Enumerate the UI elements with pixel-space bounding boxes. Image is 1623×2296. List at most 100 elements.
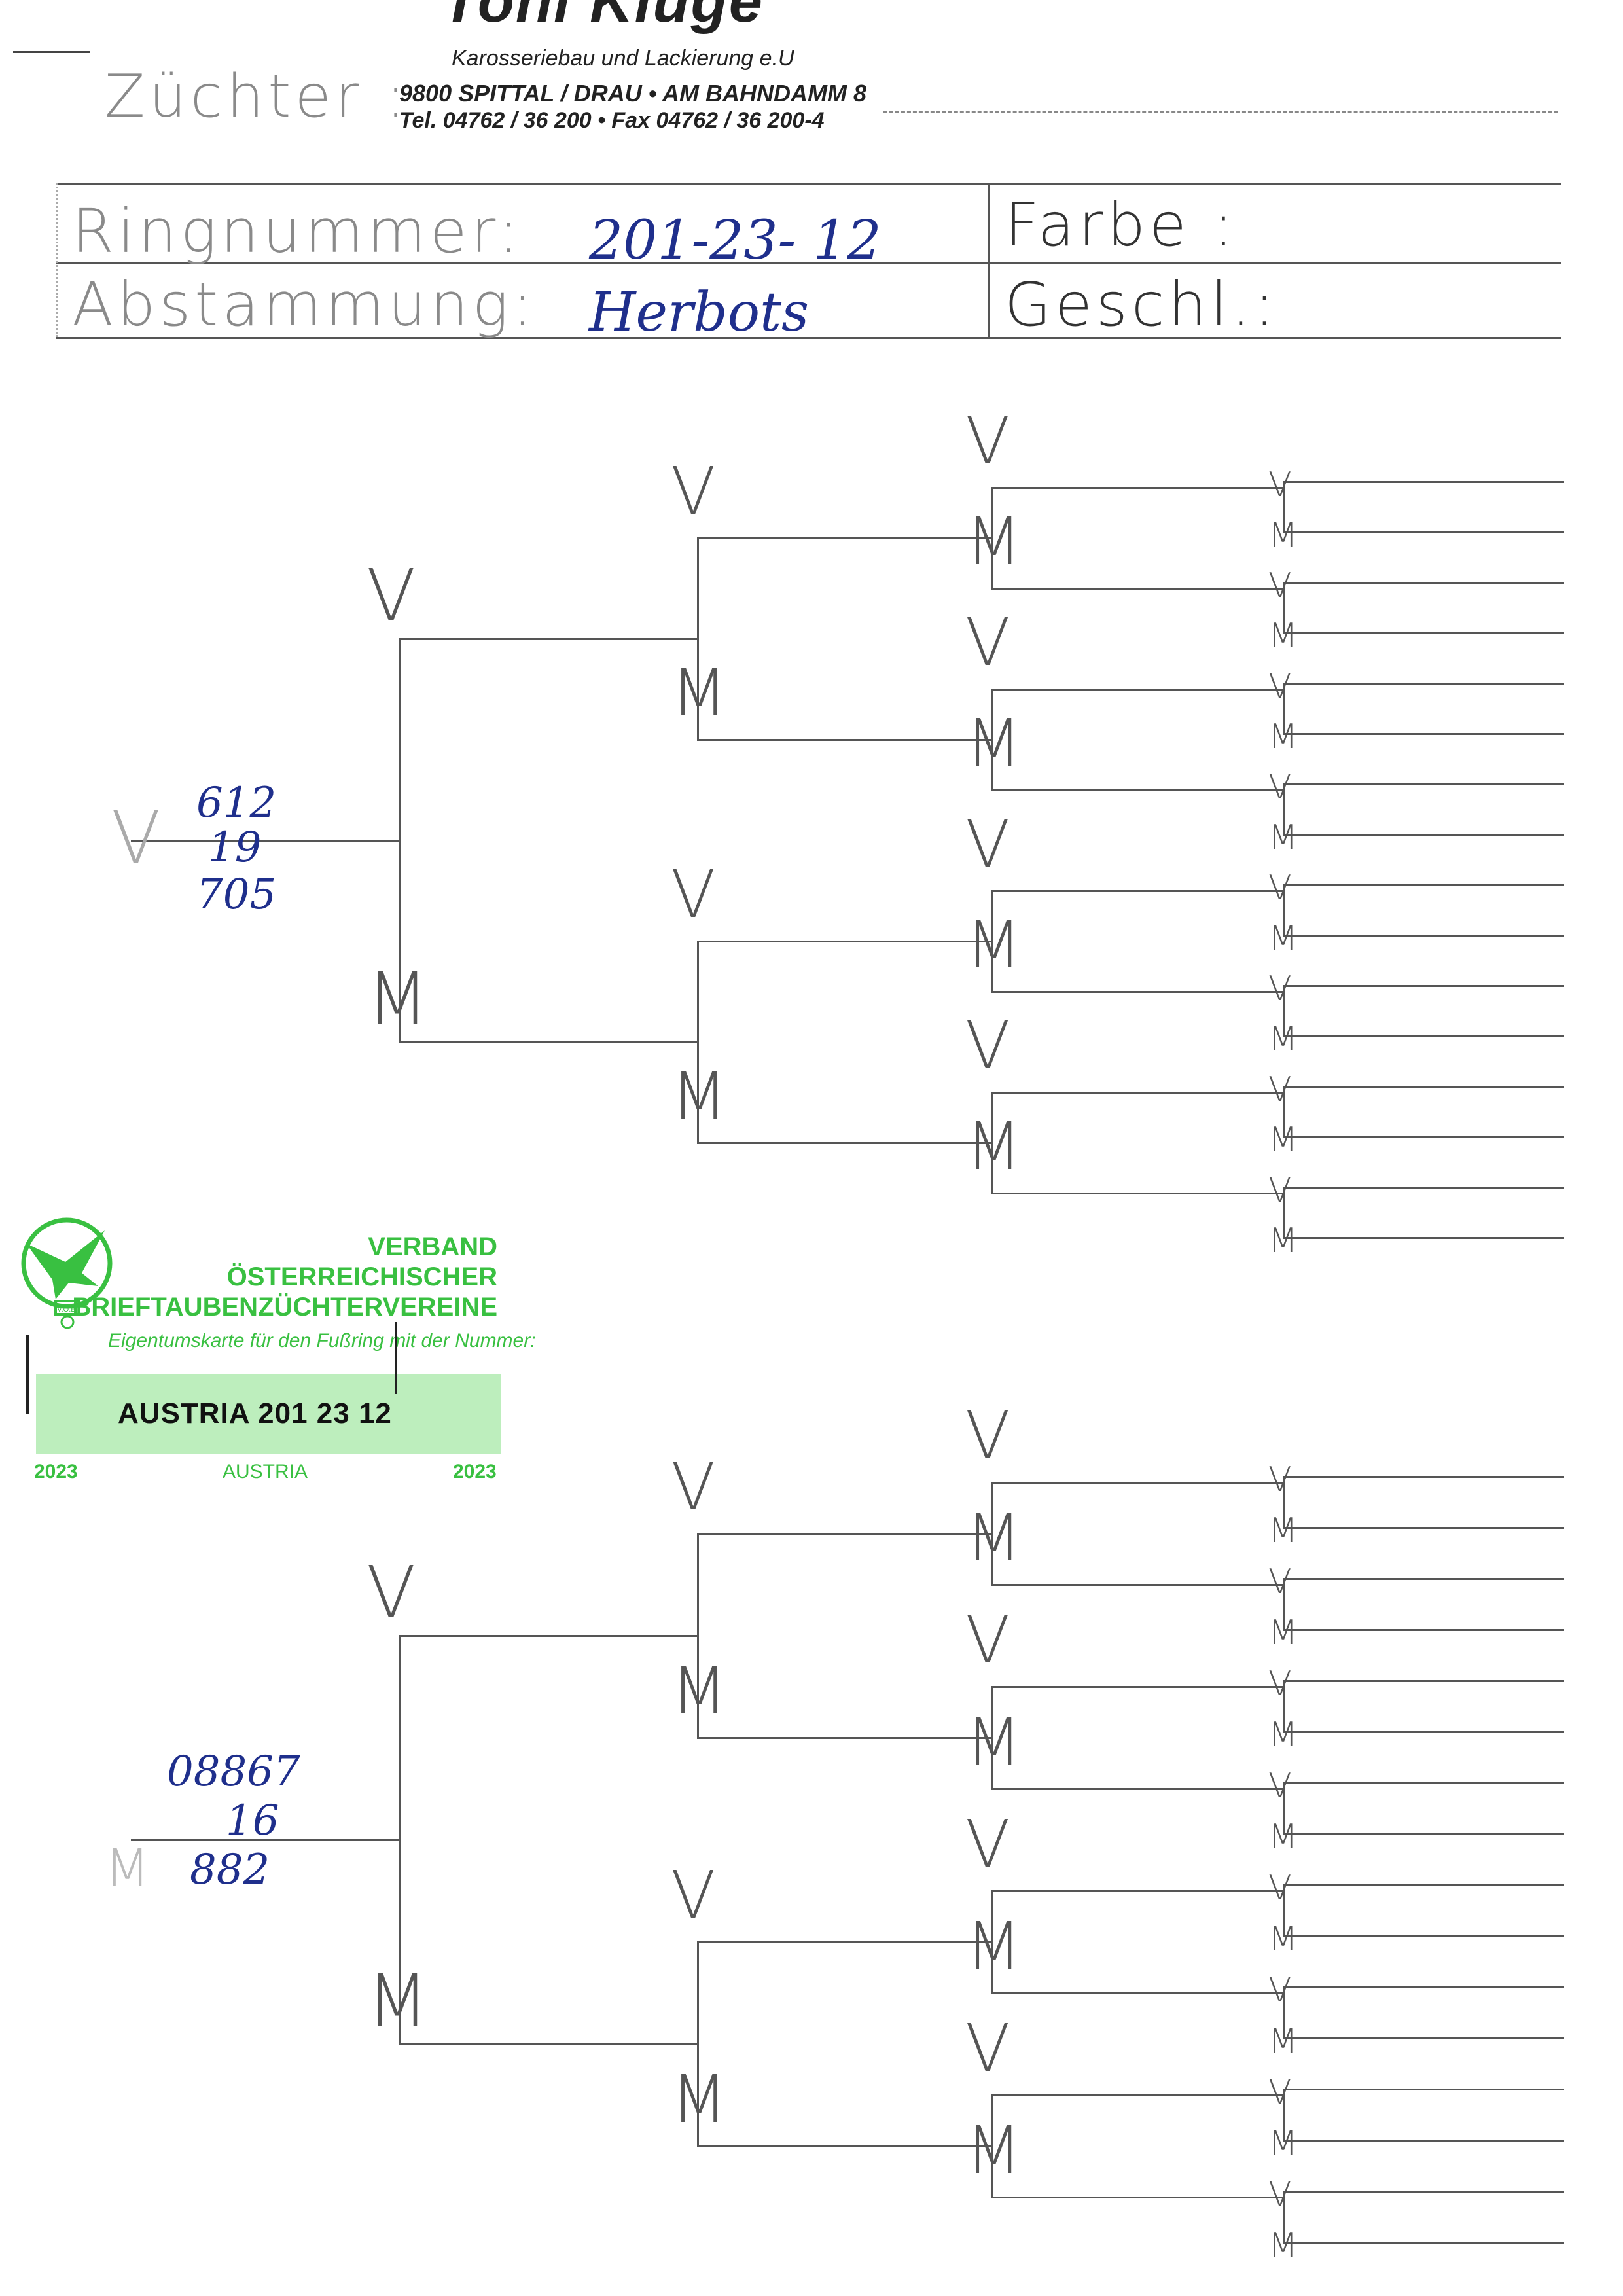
pedigree-line-l3 [991,2094,1283,2096]
label-m-l4: M [1268,919,1298,958]
card-country: AUSTRIA [223,1461,308,1482]
pedigree-line-l4 [1283,582,1564,584]
bracket-l4 [1283,1986,1285,2037]
pedigree-line-l3 [991,2197,1283,2198]
pedigree-line-l2 [697,1737,991,1739]
pedigree-line-l3 [991,889,1283,892]
form-top-line [56,183,1561,185]
pedigree-line-l2 [697,940,991,942]
label-m-l3: M [965,906,1022,983]
pedigree-line-l3 [991,990,1283,993]
bracket-l2 [697,940,699,1142]
form-left-edge [56,183,58,337]
pedigree-line-l3 [991,486,1283,489]
pedigree-line-l2 [697,1141,991,1144]
label-v-l3: V [965,402,1010,479]
label-v-l4: V [1268,768,1292,807]
pedigree-line-l4 [1283,1935,1564,1937]
label-m-l1: M [366,1959,429,2043]
pedigree-line-l1 [399,1041,697,1043]
father-ring-number: 612 [196,779,277,827]
subject-line-father [131,839,399,842]
label-m-l4: M [1268,717,1298,757]
card-year-right: 2023 [453,1461,497,1482]
label-v-l4: V [1268,1664,1292,1704]
label-m-l2: M [671,1057,728,1134]
label-m-l4: M [1268,1221,1298,1261]
bracket-l4 [1283,1476,1285,1527]
label-m-l1: M [366,956,429,1041]
subject-father-label: V [111,796,161,880]
card-ring-number: AUSTRIA 201 23 12 [118,1397,392,1429]
pedigree-line-l3 [991,789,1283,791]
bracket-l3 [991,889,993,991]
label-v-l4: V [1268,1460,1292,1499]
pedigree-line-l4 [1283,2089,1564,2090]
bracket-l4 [1283,783,1285,834]
bracket-l2 [697,537,699,739]
label-m-l4: M [1268,818,1298,857]
pedigree-line-l4 [1283,1035,1564,1037]
bracket-l3 [991,688,993,789]
pedigree-line-l3 [991,1192,1283,1194]
pedigree-line-l4 [1283,1833,1564,1835]
label-m-l2: M [671,2061,728,2138]
top-left-mark [13,51,90,53]
pedigree-line-l4 [1283,1731,1564,1733]
label-m-l2: M [671,654,728,731]
label-m-l3: M [965,1704,1022,1780]
label-v-l4: V [1268,1171,1292,1210]
pedigree-line-l4 [1283,1527,1564,1529]
ringnummer-label: Ringnummer: [72,196,523,266]
pedigree-line-l4 [1283,683,1564,685]
pedigree-line-l4 [1283,985,1564,987]
label-m-l4: M [1268,1818,1298,1857]
label-m-l4: M [1268,1715,1298,1755]
bracket-l3 [991,1890,993,1992]
pedigree-line-l4 [1283,1086,1564,1088]
stamp-line-1: Karosseriebau und Lackierung e.U [452,46,794,71]
label-v-l4: V [1268,1869,1292,1908]
pedigree-line-l1 [399,2043,697,2045]
pedigree-line-l2 [697,1941,991,1943]
pedigree-line-l4 [1283,884,1564,886]
bracket-l1 [399,1635,401,2043]
label-v-l4: V [1268,566,1292,605]
label-m-l4: M [1268,1920,1298,1959]
label-m-l3: M [965,1499,1022,1576]
pedigree-line-l3 [991,1992,1283,1994]
mother-ring-year: 16 [226,1797,279,1845]
label-v-l3: V [965,1602,1010,1678]
bracket-l1 [399,637,401,1041]
label-m-l4: M [1268,2124,1298,2163]
label-v-l2: V [671,452,716,529]
label-m-l4: M [1268,1613,1298,1653]
bracket-l3 [991,486,993,588]
card-number-band [36,1374,501,1454]
bracket-l4 [1283,582,1285,632]
label-v-l2: V [671,1448,716,1525]
pedigree-line-l2 [697,1533,991,1535]
label-v-l4: V [1268,1767,1292,1806]
abstammung-value: Herbots [589,281,810,344]
bracket-l4 [1283,2191,1285,2242]
pedigree-line-l4 [1283,935,1564,937]
abstammung-label: Abstammung: [72,270,537,340]
label-v-l3: V [965,1806,1010,1882]
label-m-l2: M [671,1653,728,1729]
father-ring-year: 19 [208,823,262,872]
bracket-l4 [1283,1578,1285,1629]
label-v-l4: V [1268,2073,1292,2112]
card-subtitle: Eigentumskarte für den Fußring mit der N… [108,1330,536,1352]
pedigree-line-l4 [1283,1578,1564,1580]
card-pen-mark-left [26,1335,29,1414]
pedigree-line-l4 [1283,1136,1564,1138]
stamp-line-2: 9800 SPITTAL / DRAU • AM BAHNDAMM 8 [399,80,867,107]
label-v-l4: V [1268,2175,1292,2214]
mother-ring-suffix: 882 [190,1846,270,1894]
pedigree-line-l4 [1283,1237,1564,1239]
subject-line-mother [131,1839,399,1841]
label-m-l4: M [1268,1511,1298,1551]
pigeon-logo-icon: V.Ö.B. [21,1217,113,1329]
pedigree-line-l4 [1283,2191,1564,2193]
